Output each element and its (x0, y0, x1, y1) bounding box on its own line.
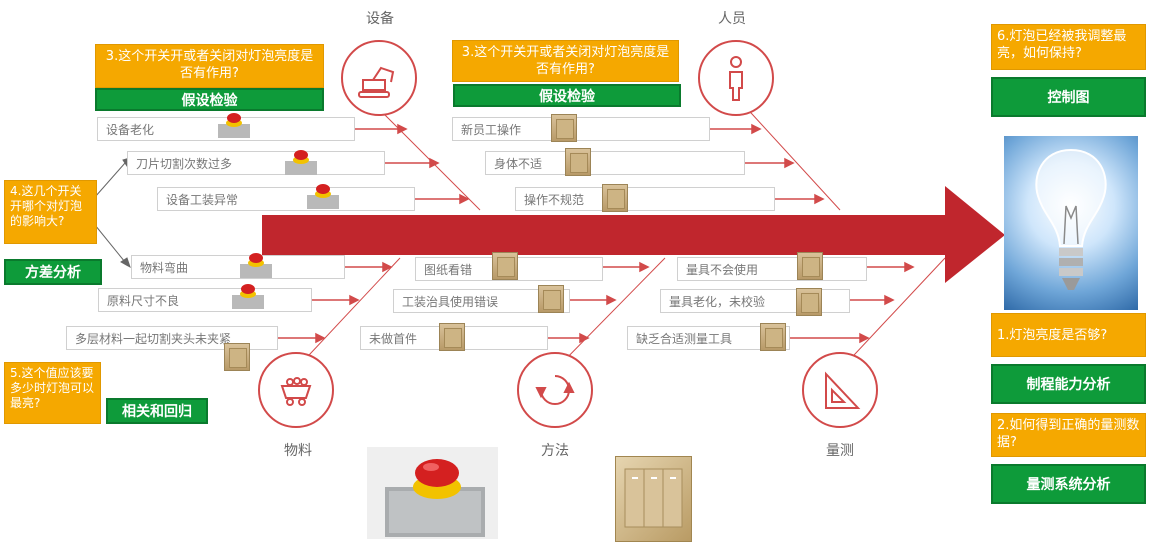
question-6: 6.灯泡已经被我调整最亮，如何保持? (991, 24, 1146, 70)
tool-msa: 量测系统分析 (991, 464, 1146, 504)
category-label-people: 人员 (718, 11, 746, 27)
light-bulb-image (1004, 136, 1138, 310)
wall-switch-icon (797, 252, 823, 280)
cause-people-2: 身体不适 (485, 151, 745, 175)
question-4: 4.这几个开关开哪个对灯泡的影响大? (4, 180, 97, 244)
cycle-arrows-icon (535, 375, 575, 405)
measurement-circle (802, 352, 878, 428)
emergency-stop-button-icon (385, 459, 485, 537)
wall-switch-photo (615, 456, 692, 542)
category-label-measurement: 量测 (826, 443, 854, 459)
wall-switch-icon (602, 184, 628, 212)
emergency-stop-button-icon (232, 284, 264, 309)
question-1: 1.灯泡亮度是否够? (991, 313, 1146, 357)
excavator-icon (358, 66, 395, 98)
tool-capability: 制程能力分析 (991, 364, 1146, 404)
wall-switch-icon (796, 288, 822, 316)
question-5: 5.这个值应该要多少时灯泡可以最亮? (4, 362, 101, 424)
wall-switch-icon (624, 468, 683, 528)
people-circle (698, 40, 774, 116)
cause-material-1: 物料弯曲 (131, 255, 345, 279)
method-circle (517, 352, 593, 428)
question-2: 2.如何得到正确的量测数据? (991, 413, 1146, 457)
wall-switch-icon (551, 114, 577, 142)
wall-switch-icon (538, 285, 564, 313)
wall-switch-icon (492, 252, 518, 280)
wall-switch-icon (565, 148, 591, 176)
tool-hypothesis-left: 假设检验 (95, 88, 324, 111)
tool-anova: 方差分析 (4, 259, 102, 285)
wall-switch-icon (760, 323, 786, 351)
emergency-stop-button-icon (307, 184, 339, 209)
mine-cart-icon (280, 377, 312, 406)
cause-equipment-2: 刀片切割次数过多 (127, 151, 385, 175)
light-bulb-icon (1035, 148, 1107, 290)
wall-switch-icon (224, 343, 250, 371)
cause-material-2: 原料尺寸不良 (98, 288, 312, 312)
cause-measurement-2: 量具老化，未校验 (660, 289, 850, 313)
tool-regression: 相关和回归 (106, 398, 208, 424)
emergency-stop-button-icon (240, 253, 272, 278)
question-3-left: 3.这个开关开或者关闭对灯泡亮度是否有作用? (95, 44, 324, 88)
category-label-method: 方法 (541, 443, 569, 459)
cause-people-3: 操作不规范 (515, 187, 775, 211)
tool-control-chart: 控制图 (991, 77, 1146, 117)
category-label-material: 物料 (284, 443, 312, 459)
emergency-button-photo (367, 447, 498, 539)
question-3-right: 3.这个开关开或者关闭对灯泡亮度是否有作用? (452, 40, 679, 82)
cause-measurement-1: 量具不会使用 (677, 257, 867, 281)
material-circle (258, 352, 334, 428)
emergency-stop-button-icon (218, 113, 250, 138)
tool-hypothesis-right: 假设检验 (453, 84, 681, 107)
cause-people-1: 新员工操作 (452, 117, 710, 141)
category-label-equipment: 设备 (366, 11, 394, 27)
main-spine-arrow (262, 186, 1005, 283)
person-icon (729, 56, 743, 101)
set-square-icon (825, 371, 861, 409)
equipment-circle (341, 40, 417, 116)
emergency-stop-button-icon (285, 150, 317, 175)
wall-switch-icon (439, 323, 465, 351)
cause-equipment-3: 设备工装异常 (157, 187, 415, 211)
